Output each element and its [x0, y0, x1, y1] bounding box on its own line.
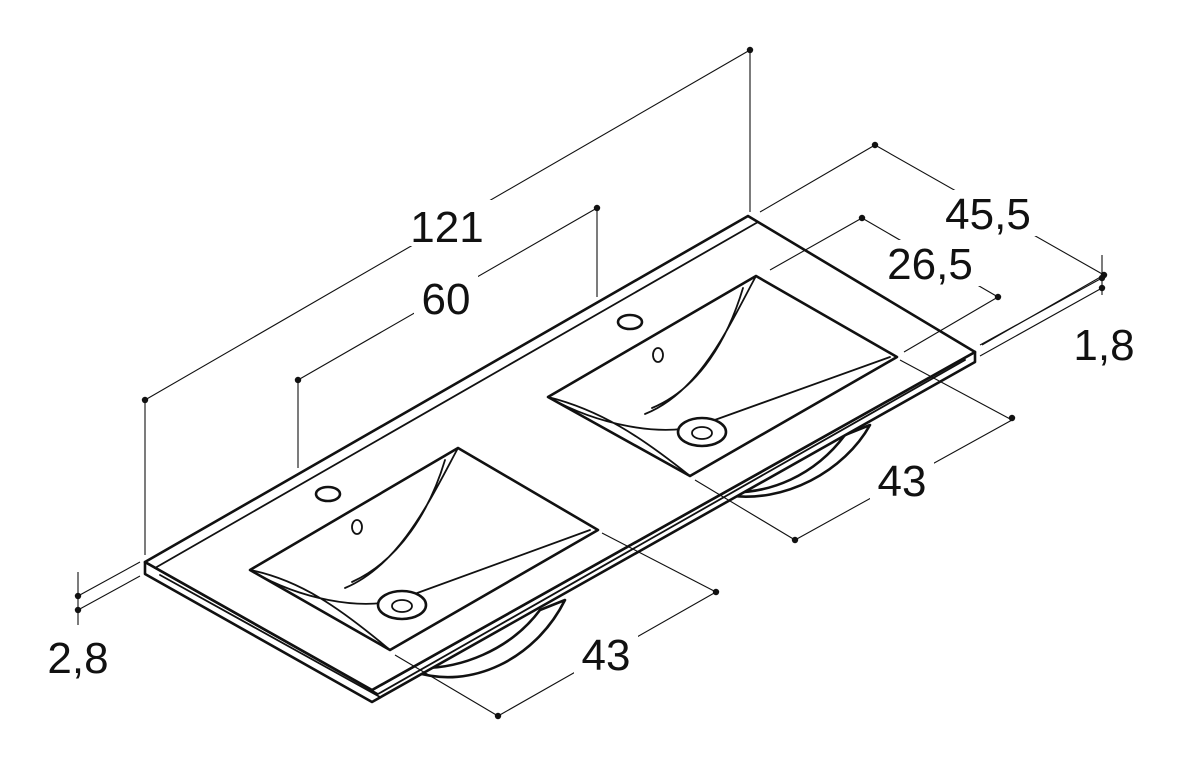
dim-edge-thickness-label: 2,8 — [47, 634, 108, 683]
dim-top-thickness: 1,8 — [979, 255, 1135, 370]
dim-total-depth: 45,5 — [759, 141, 1108, 346]
dim-total-depth-label: 45,5 — [945, 190, 1031, 239]
dim-edge-thickness: 2,8 — [47, 561, 141, 683]
right-drain-inner — [691, 426, 713, 440]
left-basin-curve — [344, 447, 459, 589]
countertop — [143, 214, 977, 704]
left-drain — [376, 589, 428, 621]
dim-basin-spacing: 60 — [294, 204, 601, 468]
left-tap-hole — [314, 485, 342, 503]
right-overflow-hole — [652, 347, 664, 363]
dim-left-basin-width: 43 — [394, 532, 720, 720]
right-basin-opening — [546, 274, 899, 478]
dim-basin-depth: 26,5 — [769, 214, 1002, 353]
left-basin-opening — [248, 446, 600, 652]
dim-left-basin-width-label: 43 — [582, 631, 631, 680]
right-basin-curve — [644, 275, 757, 415]
right-basin — [546, 274, 899, 478]
dim-top-thickness-label: 1,8 — [1073, 321, 1134, 370]
countertop-right-rim — [757, 221, 969, 349]
right-bowl-underside — [723, 423, 872, 498]
left-overflow-hole — [351, 519, 363, 535]
right-drain — [676, 416, 728, 448]
right-tap-hole — [616, 313, 644, 331]
left-basin — [248, 446, 600, 652]
left-drain-inner — [391, 599, 413, 613]
countertop-back-rim — [144, 215, 759, 569]
dim-right-basin-width-label: 43 — [878, 457, 927, 506]
dim-total-length: 121 — [141, 46, 754, 555]
dim-total-length-label: 121 — [410, 203, 483, 252]
countertop-inner-rim — [154, 359, 966, 698]
dim-right-basin-width: 43 — [694, 359, 1016, 544]
dim-basin-spacing-label: 60 — [422, 275, 471, 324]
dim-basin-depth-label: 26,5 — [887, 240, 973, 289]
